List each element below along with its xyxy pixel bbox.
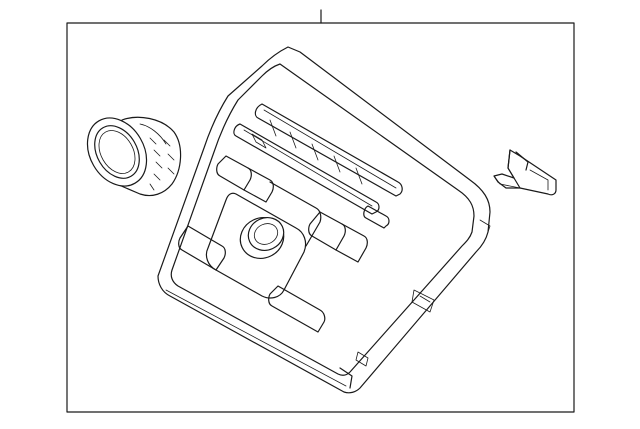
- knob-icon: [86, 116, 182, 197]
- diagram-border: [66, 22, 575, 413]
- panel-icon: [157, 46, 491, 394]
- diagram-frame: [66, 9, 575, 413]
- clip-icon: [493, 149, 557, 196]
